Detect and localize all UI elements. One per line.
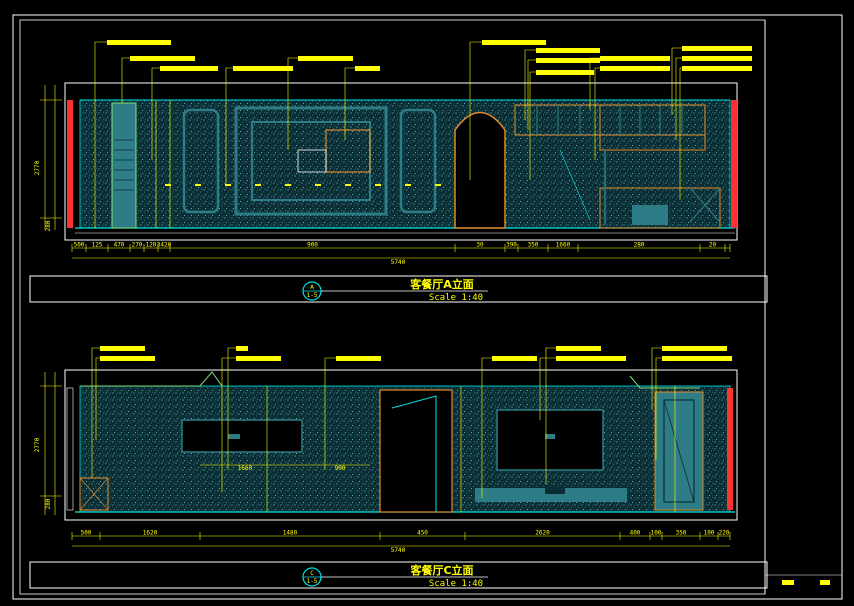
elevation-a-overall-dim: 5740 <box>391 259 406 266</box>
elevation-a-title-strip <box>29 275 768 303</box>
elevation-a-curtain-left <box>67 100 73 228</box>
elevation-a-left-dim-2: 280 <box>45 220 52 231</box>
dimension-label: 120 <box>146 242 157 249</box>
elevation-c-title-strip <box>29 561 768 589</box>
elevation-a-wall <box>79 99 731 229</box>
elevation-a-annotations <box>107 40 752 75</box>
dimension-label: 1660 <box>556 242 571 249</box>
section-bubble-icon: A 1-5 <box>302 281 322 301</box>
elevation-c-cabinet-left <box>79 477 109 511</box>
elevation-a-title: 客餐厅A立面 <box>409 277 474 291</box>
elevation-a-bubble-bottom: 1-5 <box>307 292 318 299</box>
dimension-label: 30 <box>476 242 484 249</box>
dimension-label: 125 <box>92 242 103 249</box>
elevation-c-curtain-right <box>727 388 733 510</box>
elevation-c-curtain-left <box>66 387 74 511</box>
elevation-c-title: 客餐厅C立面 <box>409 563 473 577</box>
elevation-c-left-dim-2: 280 <box>45 498 52 509</box>
dimension-label: 500 <box>74 242 85 249</box>
dimension-label: 350 <box>528 242 539 249</box>
elevation-c-inner-dim-1: 1660 <box>238 465 253 472</box>
elevation-c-left-dim-1: 2770 <box>34 437 41 452</box>
elevation-a-panel-right <box>399 108 437 214</box>
dimension-label: 2620 <box>535 530 550 537</box>
elevation-c: 1660 900 2770 280 500 1620 1480 450 2620 400 1… <box>29 346 768 589</box>
elevation-c-tv <box>496 409 604 471</box>
elevation-c-door <box>379 389 453 513</box>
elevation-a-arch <box>454 111 506 229</box>
elevation-a-door <box>111 102 137 229</box>
section-bubble-icon: C 1-5 <box>302 567 322 587</box>
dimension-label: 400 <box>630 530 641 537</box>
elevation-a-curtain-right <box>731 100 737 228</box>
dimension-label: 220 <box>719 530 730 537</box>
title-block-field-1 <box>782 580 794 585</box>
elevation-a-left-dim-1: 2770 <box>34 160 41 175</box>
elevation-a-bubble-top: A <box>310 284 314 291</box>
elevation-c-bubble-bottom: 1-5 <box>307 578 318 585</box>
dimension-label: 390 <box>506 242 517 249</box>
elevation-c-overall-dim: 5740 <box>391 547 406 554</box>
elevation-c-scale: Scale 1:40 <box>429 579 483 589</box>
elevation-a-panel-left <box>182 108 220 214</box>
title-block-field-2 <box>820 580 830 585</box>
dimension-label: 350 <box>676 530 687 537</box>
dimension-label: 900 <box>307 242 318 249</box>
dimension-label: 20 <box>709 242 717 249</box>
elevation-c-outline <box>64 369 738 521</box>
dimension-label: 100 <box>704 530 715 537</box>
elevation-c-inner-dim-2: 900 <box>335 465 346 472</box>
elevation-a-lower-cabinet <box>599 187 721 229</box>
elevation-c-dimension-line <box>72 535 730 547</box>
elevation-c-board-left <box>181 419 303 453</box>
elevation-c-bottom-dims: 500 1620 1480 450 2620 400 100 350 100 220 <box>71 530 731 540</box>
dimension-label: 280 <box>634 242 645 249</box>
dimension-label: 1620 <box>143 530 158 537</box>
dimension-label: 1480 <box>283 530 298 537</box>
elevation-c-bubble-top: C <box>310 570 314 577</box>
dimension-label: 100 <box>651 530 662 537</box>
elevation-c-annotations <box>100 346 732 361</box>
elevation-a-dimension-line <box>72 247 730 259</box>
elevation-a-scale: Scale 1:40 <box>429 293 483 303</box>
sheet-border <box>12 14 843 600</box>
dimension-label: 500 <box>81 530 92 537</box>
elevation-a-panel-center <box>234 106 388 216</box>
dimension-label: 470 <box>114 242 125 249</box>
dimension-label: 270 <box>132 242 143 249</box>
dimension-label: 450 <box>417 530 428 537</box>
dimension-label: 3420 <box>157 242 172 249</box>
elevation-c-tv-cabinet <box>475 488 627 502</box>
